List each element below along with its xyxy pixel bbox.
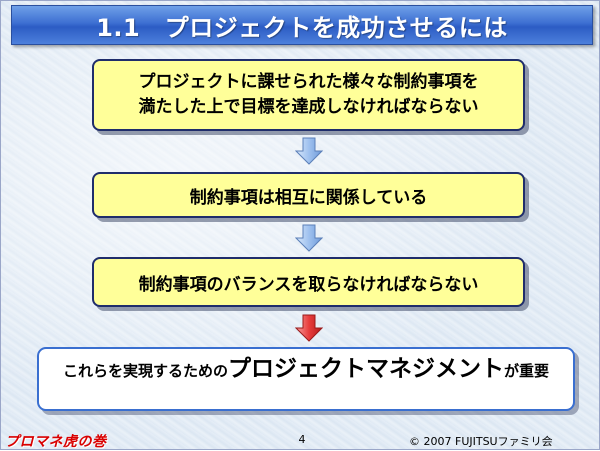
conclusion-prefix: これらを実現するための [62,362,228,380]
title-bar: 1.1 プロジェクトを成功させるには [11,5,593,45]
footer-logo: プロマネ虎の巻 [5,434,107,450]
interrelated-constraints-text: 制約事項は相互に関係している [189,187,428,208]
constraint-goal-line-2: 満たした上で目標を達成しなければならない [138,97,479,117]
conclusion-emphasis: プロジェクトマネジメント [228,356,504,382]
constraint-goal-line-1: プロジェクトに課せられた様々な制約事項を [138,72,479,92]
page-number: 4 [298,433,306,446]
balance-constraints-text: 制約事項のバランスを取らなければならない [138,274,479,295]
down-arrow-red-icon [295,314,323,342]
balance-constraints-box: 制約事項のバランスを取らなければならない [92,257,525,307]
interrelated-constraints-box: 制約事項は相互に関係している [92,172,525,218]
conclusion-box: これらを実現するための プロジェクトマネジメント が重要 [37,347,575,411]
slide-title: 1.1 プロジェクトを成功させるには [96,13,508,42]
down-arrow-icon [295,224,323,252]
constraint-goal-box: プロジェクトに課せられた様々な制約事項を 満たした上で目標を達成しなければならな… [92,59,525,131]
down-arrow-icon [295,137,323,165]
copyright-notice: © 2007 FUJITSUファミリ会 [409,435,553,448]
conclusion-suffix: が重要 [504,362,550,380]
